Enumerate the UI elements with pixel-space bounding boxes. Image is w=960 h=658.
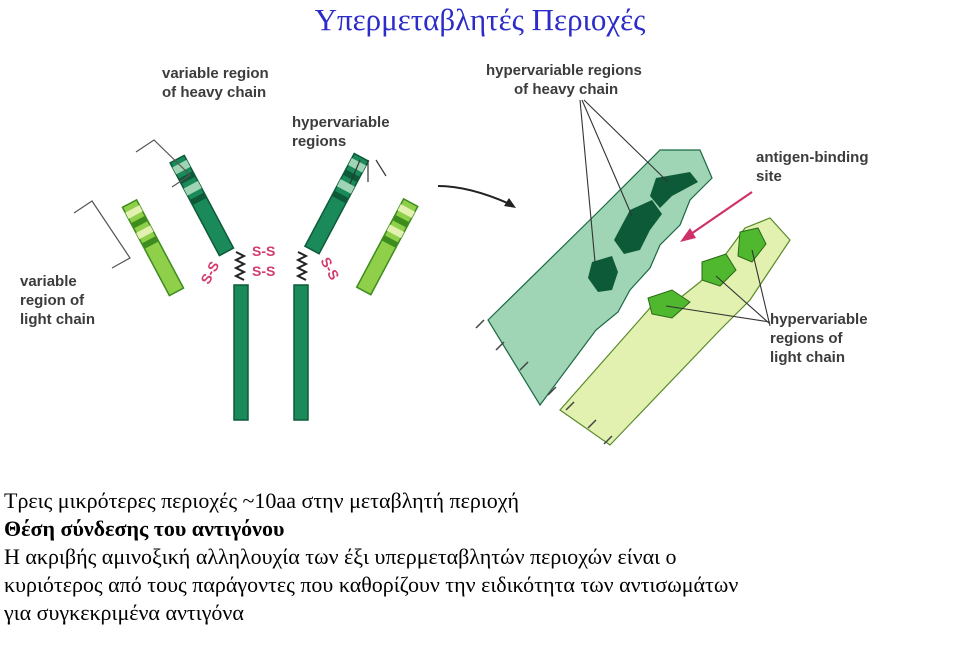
- label-variable-heavy-2: of heavy chain: [162, 84, 266, 101]
- disulfide-bond-1: S-S: [252, 243, 275, 259]
- antigen-binding-zoom: [476, 100, 790, 445]
- label-hypervariable-1: hypervariable: [292, 114, 390, 131]
- body-line-5: για συγκεκριμένα αντιγόνα: [4, 599, 960, 627]
- disulfide-bond-2: S-S: [252, 263, 275, 279]
- slide-body: Τρεις μικρότερες περιοχές ~10aa στην μετ…: [4, 487, 960, 627]
- heavy-chain-stem-right: [294, 285, 308, 420]
- variable-light-bracket: [74, 201, 130, 268]
- body-line-3: Η ακριβής αμινοξική αλληλουχία των έξι υ…: [4, 543, 960, 571]
- label-hv-heavy-2: of heavy chain: [514, 81, 618, 98]
- label-antigen-site-1: antigen-binding: [756, 149, 868, 166]
- heavy-chain-stem-left: [234, 285, 248, 420]
- disulfide-bond-left: S-S: [197, 258, 222, 286]
- body-line-2: Θέση σύνδεσης του αντιγόνου: [4, 515, 960, 543]
- label-hv-light-3: light chain: [770, 349, 845, 366]
- label-antigen-site-2: site: [756, 168, 782, 185]
- label-hv-light-1: hypervariable: [770, 311, 868, 328]
- label-hv-heavy-1: hypervariable regions: [486, 62, 642, 79]
- hinge-right: [298, 252, 306, 280]
- label-variable-light-1: variable: [20, 273, 77, 290]
- hinge-left: [236, 252, 244, 280]
- pink-arrow-head: [680, 228, 696, 242]
- label-hypervariable-2: regions: [292, 133, 346, 150]
- antibody-y-shape: S-S S-S S-S S-S: [74, 140, 418, 420]
- label-hv-light-2: regions of: [770, 330, 844, 347]
- label-variable-heavy-1: variable region: [162, 65, 269, 82]
- label-variable-light-2: region of: [20, 292, 85, 309]
- zoom-arrow: [438, 186, 512, 205]
- disulfide-bond-right: S-S: [317, 254, 342, 282]
- antibody-diagram: S-S S-S S-S S-S variable region of heavy…: [0, 52, 960, 472]
- body-line-1: Τρεις μικρότερες περιοχές ~10aa στην μετ…: [4, 487, 960, 515]
- body-line-4: κυριότερος από τους παράγοντες που καθορ…: [4, 571, 960, 599]
- label-variable-light-3: light chain: [20, 311, 95, 328]
- slide-title: Υπερμεταβλητές Περιοχές: [0, 2, 960, 38]
